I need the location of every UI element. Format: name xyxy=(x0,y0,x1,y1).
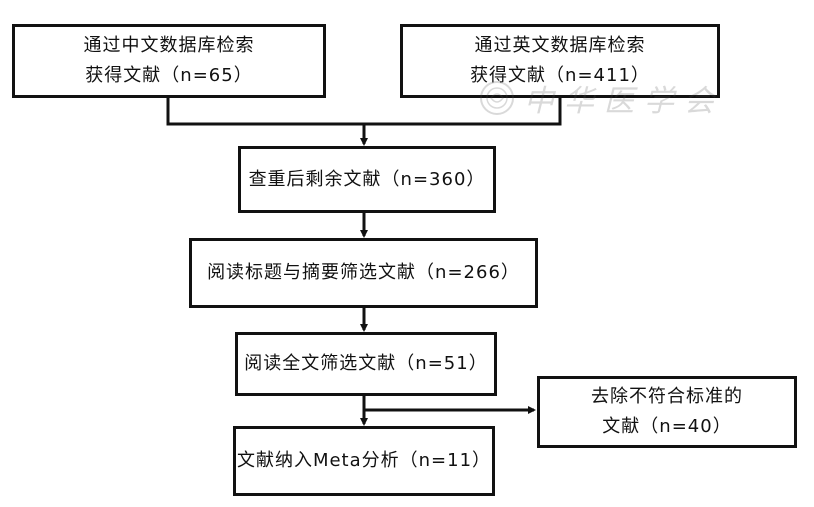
box-english-database-search: 通过英文数据库检索 获得文献（n=411） xyxy=(400,24,720,98)
box-excluded-studies: 去除不符合标准的 文献（n=40） xyxy=(537,376,797,448)
box-text-line: 查重后剩余文献（n=360） xyxy=(248,168,486,190)
watermark: 中华医学会 xyxy=(478,76,724,120)
box-text-line: 文献（n=40） xyxy=(602,416,732,437)
box-text-line: 文献纳入Meta分析（n=11） xyxy=(236,450,492,471)
box-text-line: 获得文献（n=411） xyxy=(470,65,650,86)
box-title-abstract-screening: 阅读标题与摘要筛选文献（n=266） xyxy=(189,238,538,308)
watermark-text: 中华医学会 xyxy=(524,84,724,119)
box-chinese-database-search: 通过中文数据库检索 获得文献（n=65） xyxy=(12,24,326,98)
box-text-line: 获得文献（n=65） xyxy=(85,65,253,86)
box-text-line: 通过中文数据库检索 xyxy=(83,35,255,56)
seal-icon xyxy=(480,81,514,115)
box-text-line: 阅读标题与摘要筛选文献（n=266） xyxy=(207,262,520,283)
box-included-meta-analysis: 文献纳入Meta分析（n=11） xyxy=(233,426,495,496)
box-fulltext-screening: 阅读全文筛选文献（n=51） xyxy=(235,332,497,396)
box-after-deduplication: 查重后剩余文献（n=360） xyxy=(238,146,496,213)
box-text-line: 通过英文数据库检索 xyxy=(474,35,646,56)
box-text-line: 阅读全文筛选文献（n=51） xyxy=(244,353,488,374)
box-text-line: 去除不符合标准的 xyxy=(591,386,743,407)
